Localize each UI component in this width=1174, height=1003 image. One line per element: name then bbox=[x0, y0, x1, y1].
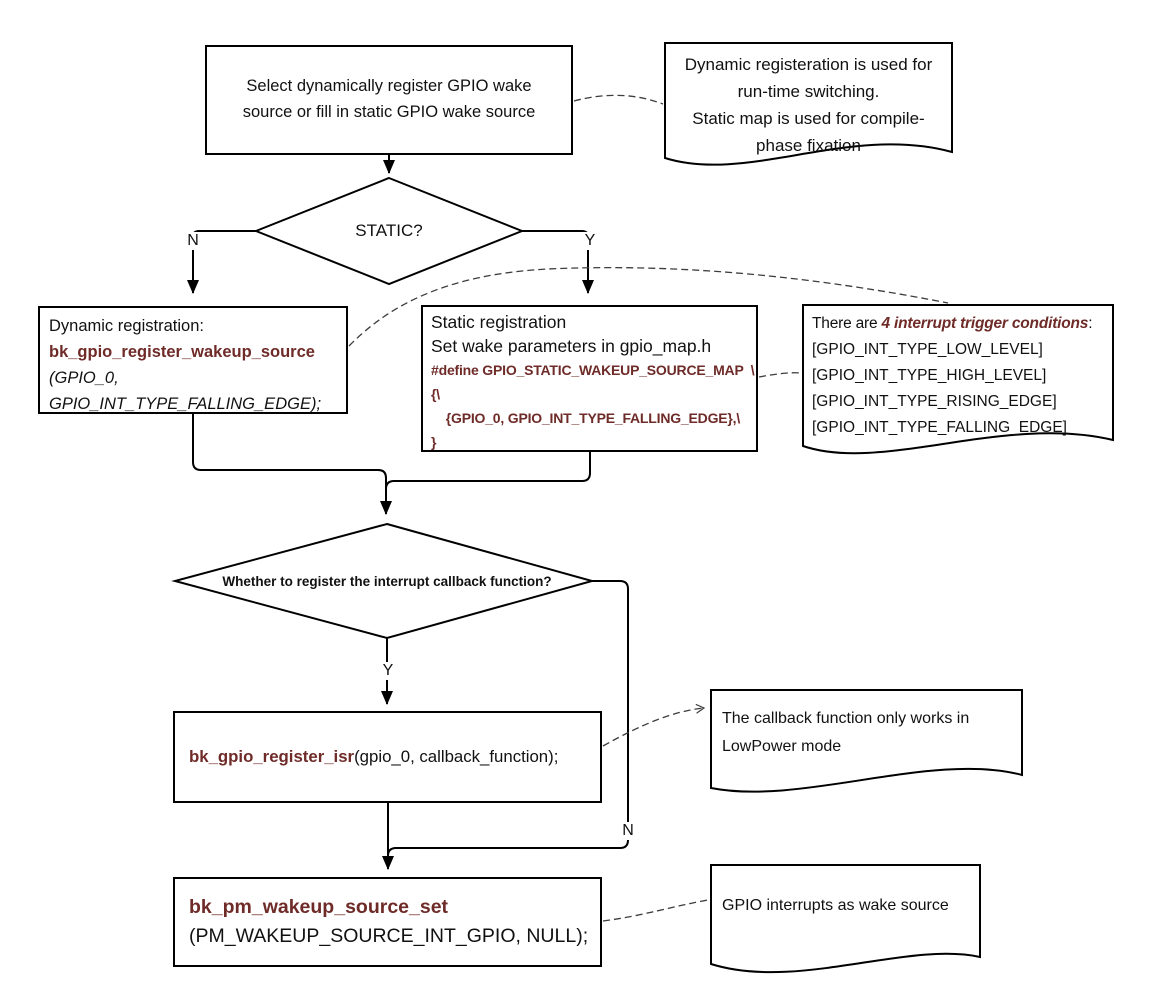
static-code-line-1: #define GPIO_STATIC_WAKEUP_SOURCE_MAP \ bbox=[431, 362, 755, 378]
isr-function-args: (gpio_0, callback_function); bbox=[354, 747, 559, 766]
registration-note-line-2: Static map is used for compile-phase fix… bbox=[692, 109, 925, 155]
static-code-line-2: {\ bbox=[431, 386, 440, 402]
wake-note: GPIO interrupts as wake source bbox=[722, 897, 949, 914]
dynamic-arg-line-2: GPIO_INT_TYPE_FALLING_EDGE); bbox=[49, 395, 322, 413]
trigger-condition-item: [GPIO_INT_TYPE_FALLING_EDGE] bbox=[812, 419, 1067, 436]
decision-callback-label: Whether to register the interrupt callba… bbox=[222, 573, 552, 589]
dynamic-arg-line-1: (GPIO_0, bbox=[49, 369, 119, 387]
branch-label-no-callback: N bbox=[619, 822, 637, 840]
static-code-line-4: } bbox=[431, 434, 437, 450]
static-title: Static registration bbox=[431, 312, 567, 332]
pm-function-args: (PM_WAKEUP_SOURCE_INT_GPIO, NULL); bbox=[189, 925, 589, 947]
trigger-condition-item: [GPIO_INT_TYPE_LOW_LEVEL] bbox=[812, 341, 1043, 358]
connector-no-branch-bypass bbox=[387, 580, 629, 862]
trigger-condition-item: [GPIO_INT_TYPE_HIGH_LEVEL] bbox=[812, 367, 1047, 384]
branch-label-no-static: N bbox=[185, 232, 201, 250]
callback-note: The callback function only works in LowP… bbox=[722, 710, 970, 755]
callout-shape-wake-note bbox=[710, 864, 981, 974]
dashed-dynamic-to-trigger-note bbox=[348, 266, 949, 347]
branch-label-yes-callback: Y bbox=[379, 662, 397, 680]
connector-static-merge bbox=[385, 452, 591, 490]
register-isr-box: bk_gpio_register_isr(gpio_0, callback_fu… bbox=[173, 711, 602, 803]
arrow-no-to-dynamic-box bbox=[187, 230, 256, 294]
trigger-note-suffix: : bbox=[1088, 315, 1093, 332]
dashed-start-to-registration-note bbox=[573, 94, 664, 105]
trigger-condition-item: [GPIO_INT_TYPE_RISING_EDGE] bbox=[812, 393, 1057, 410]
dynamic-function-name: bk_gpio_register_wakeup_source bbox=[49, 343, 315, 361]
static-registration-box: Static registration Set wake parameters … bbox=[421, 305, 758, 452]
arrow-yes-to-static-box bbox=[522, 230, 594, 294]
trigger-note-prefix: There are bbox=[812, 315, 882, 332]
branch-label-yes-static: Y bbox=[582, 232, 598, 250]
decision-static-label: STATIC? bbox=[355, 221, 423, 240]
isr-function-name: bk_gpio_register_isr bbox=[189, 747, 355, 766]
callout-shape-registration-note bbox=[664, 42, 953, 166]
decision-static-diamond bbox=[253, 176, 525, 286]
arrow-dynamic-to-callback-decision bbox=[192, 414, 392, 515]
dashed-isr-to-callback-note bbox=[602, 708, 704, 747]
static-code-line-3: {GPIO_0, GPIO_INT_TYPE_FALLING_EDGE},\ bbox=[431, 410, 741, 426]
pm-wakeup-source-box: bk_pm_wakeup_source_set (PM_WAKEUP_SOURC… bbox=[173, 877, 602, 967]
callout-shape-trigger-note bbox=[802, 304, 1114, 455]
pm-function-name: bk_pm_wakeup_source_set bbox=[189, 896, 449, 918]
trigger-note-emphasis: 4 interrupt trigger conditions bbox=[881, 315, 1089, 332]
callout-shape-callback-note bbox=[710, 689, 1023, 793]
trigger-note-heading: There are 4 interrupt trigger conditions… bbox=[812, 311, 1108, 337]
static-subtitle: Set wake parameters in gpio_map.h bbox=[431, 336, 712, 356]
dashed-pm-to-wake-note bbox=[602, 899, 709, 922]
trigger-note: There are 4 interrupt trigger conditions… bbox=[812, 311, 1108, 441]
dynamic-registration-box: Dynamic registration: bk_gpio_register_w… bbox=[38, 306, 348, 414]
start-box: Select dynamically register GPIO wake so… bbox=[205, 45, 573, 155]
registration-note-line-1: Dynamic registeration is used for run-ti… bbox=[684, 55, 933, 101]
dynamic-title: Dynamic registration: bbox=[49, 317, 204, 335]
start-box-text: Select dynamically register GPIO wake so… bbox=[242, 77, 536, 121]
dashed-static-to-trigger-note bbox=[758, 372, 802, 378]
registration-note: Dynamic registeration is used for run-ti… bbox=[673, 51, 944, 159]
